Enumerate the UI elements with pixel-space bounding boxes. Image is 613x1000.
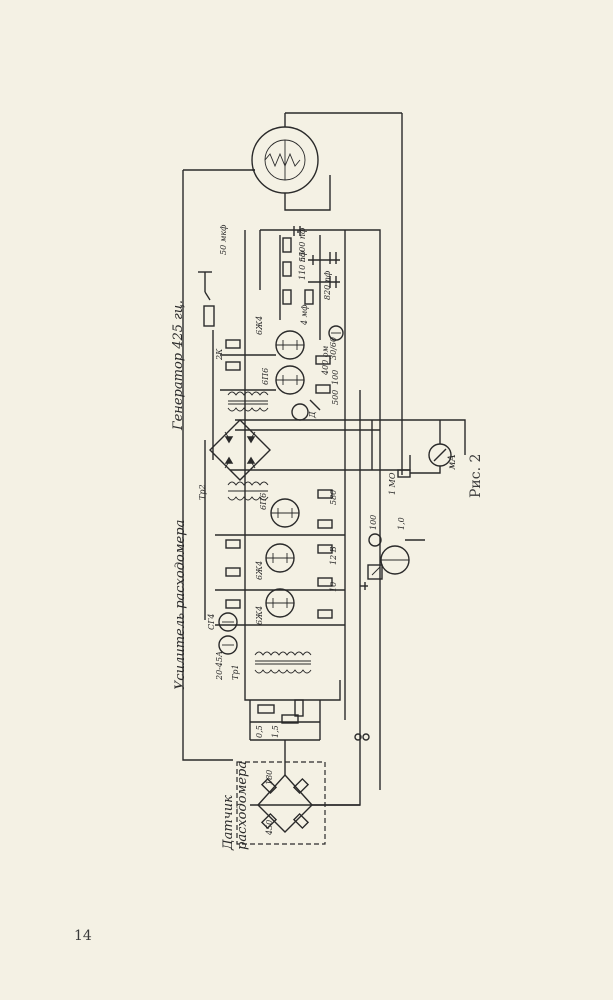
sensor-title-line1: Датчик	[221, 795, 236, 851]
label: 100	[331, 370, 340, 385]
bus-wires	[182, 112, 466, 806]
label: 6Ж4	[255, 561, 264, 580]
label: 12 В	[329, 546, 338, 565]
label: 820 пф	[323, 271, 332, 300]
label: СГ4	[207, 613, 216, 630]
label: 6Ж4	[255, 606, 264, 625]
sensor-bridge	[236, 733, 370, 845]
label: 10	[329, 582, 338, 592]
label: 180	[265, 770, 274, 785]
component-labels: 50 мкф 5500 пф 110 пф 820 пф 4 мф 30/60 …	[198, 225, 458, 836]
label: 1 МО	[388, 472, 397, 495]
label: 4 мф	[300, 304, 309, 326]
label: 5500 пф	[298, 228, 307, 262]
label: 0,5	[255, 725, 264, 738]
label: 580	[329, 490, 338, 505]
label: 110 пф	[298, 251, 307, 280]
figure-caption: Рис. 2	[468, 453, 484, 498]
generator-section	[198, 226, 344, 421]
label: 450	[265, 820, 274, 836]
label: 2К	[215, 348, 224, 361]
label: 100	[369, 515, 378, 530]
label: Тр2	[198, 484, 207, 500]
generator-title: Генератор 425 гц.	[171, 300, 186, 431]
input-transformer	[244, 640, 341, 701]
label: 6Ж4	[255, 316, 264, 335]
label: Тр1	[231, 664, 240, 680]
synchro-motor	[251, 113, 331, 211]
label: мА	[447, 454, 458, 470]
page-number: 14	[74, 928, 92, 944]
label: 30/60	[329, 337, 338, 360]
label: 1,5	[271, 725, 280, 738]
milliammeter	[397, 420, 452, 478]
title-sensor: Датчик расходомера	[221, 761, 250, 851]
title-generator: Генератор 425 гц.	[171, 300, 186, 431]
amplifier-title: Усилитель расходомера	[173, 520, 188, 690]
label: 20-45А	[215, 651, 224, 681]
label: 50 мкф	[219, 225, 228, 255]
label: 6П6	[259, 493, 268, 510]
label: 1,0	[397, 517, 406, 530]
balance-network	[249, 699, 321, 755]
sensor-title-line2: расходомера	[235, 761, 250, 850]
rectifier-bridge	[209, 419, 271, 481]
label: 400 ом	[321, 345, 330, 376]
label: Д	[308, 411, 317, 419]
label: 500	[331, 390, 340, 405]
label: 6П6	[261, 368, 270, 385]
title-amplifier: Усилитель расходомера	[173, 520, 188, 690]
amplifier-section	[215, 481, 425, 655]
